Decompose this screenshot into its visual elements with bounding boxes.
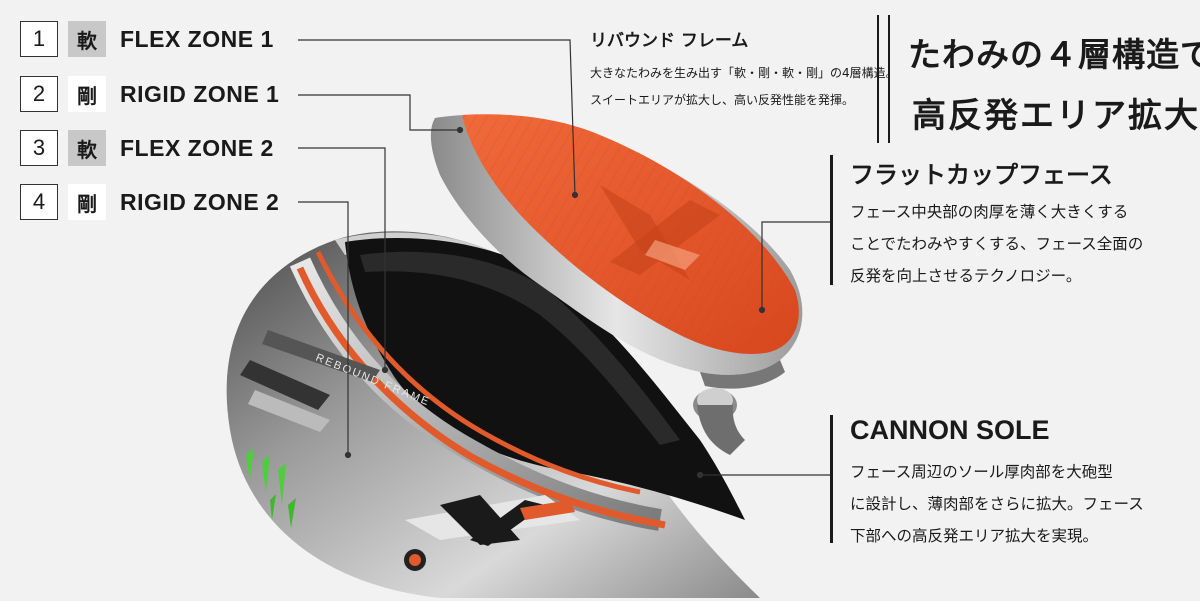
zone-name: FLEX ZONE 1 [120, 25, 274, 52]
zone-name: RIGID ZONE 2 [120, 188, 280, 215]
rebound-frame-description: 大きなたわみを生み出す「軟・剛・軟・剛」の4層構造。 スイートエリアが拡大し、高… [590, 66, 898, 107]
green-accent-marks [246, 448, 296, 528]
zone-row-3: 3 軟 FLEX ZONE 2 [20, 129, 274, 167]
xp-logo [404, 495, 580, 571]
leader-dot-zone-4 [344, 451, 352, 459]
headline-divider-left [877, 15, 879, 143]
flat-cup-face-title: フラットカップフェース [850, 161, 1113, 189]
flat-cup-face-description: フェース中央部の肉厚を薄く大きくする ことでたわみやすくする、フェース全面の 反… [850, 203, 1144, 285]
zone-number: 2 [20, 76, 58, 112]
zone-type-badge: 軟 [68, 130, 106, 166]
flat-cup-face-bar [830, 155, 833, 285]
leader-lines [298, 39, 832, 479]
leader-dot-flat-cup [758, 306, 766, 314]
zone-name: FLEX ZONE 2 [120, 134, 274, 161]
club-body: REBOUND FRAME [226, 231, 760, 598]
zone-type-badge: 剛 [68, 184, 106, 220]
zone-number: 3 [20, 130, 58, 166]
leader-dot-cannon [696, 471, 704, 479]
rebound-frame-title: リバウンド フレーム [590, 31, 749, 51]
zone-row-2: 2 剛 RIGID ZONE 1 [20, 75, 279, 113]
zone-type-badge: 軟 [68, 21, 106, 57]
leader-dot-zone-3 [381, 366, 389, 374]
leader-zone-2 [298, 94, 460, 131]
zone-row-1: 1 軟 FLEX ZONE 1 [20, 20, 274, 58]
leader-dot-zone-2 [456, 126, 464, 134]
leader-dot-zone-1 [571, 191, 579, 199]
zone-row-4: 4 剛 RIGID ZONE 2 [20, 183, 279, 221]
cannon-sole-bar [830, 415, 833, 543]
flat-cup-face [430, 114, 803, 389]
zone-name: RIGID ZONE 1 [120, 80, 280, 107]
cannon-sole-title: CANNON SOLE [850, 415, 1050, 445]
headline-divider-right [888, 15, 890, 143]
leader-flat-cup [761, 221, 832, 310]
zone-number: 4 [20, 184, 58, 220]
zone-number: 1 [20, 21, 58, 57]
leader-zone-4 [298, 201, 349, 455]
leader-zone-1 [298, 39, 576, 196]
leader-zone-3 [298, 147, 386, 370]
zone-type-badge: 剛 [68, 76, 106, 112]
headline-line-1: たわみの４層構造で [908, 35, 1200, 74]
cannon-sole-description: フェース周辺のソール厚肉部を大砲型 に設計し、薄肉部をさらに拡大。フェース 下部… [850, 463, 1144, 545]
headline-line-2: 高反発エリア拡大 [912, 96, 1200, 136]
